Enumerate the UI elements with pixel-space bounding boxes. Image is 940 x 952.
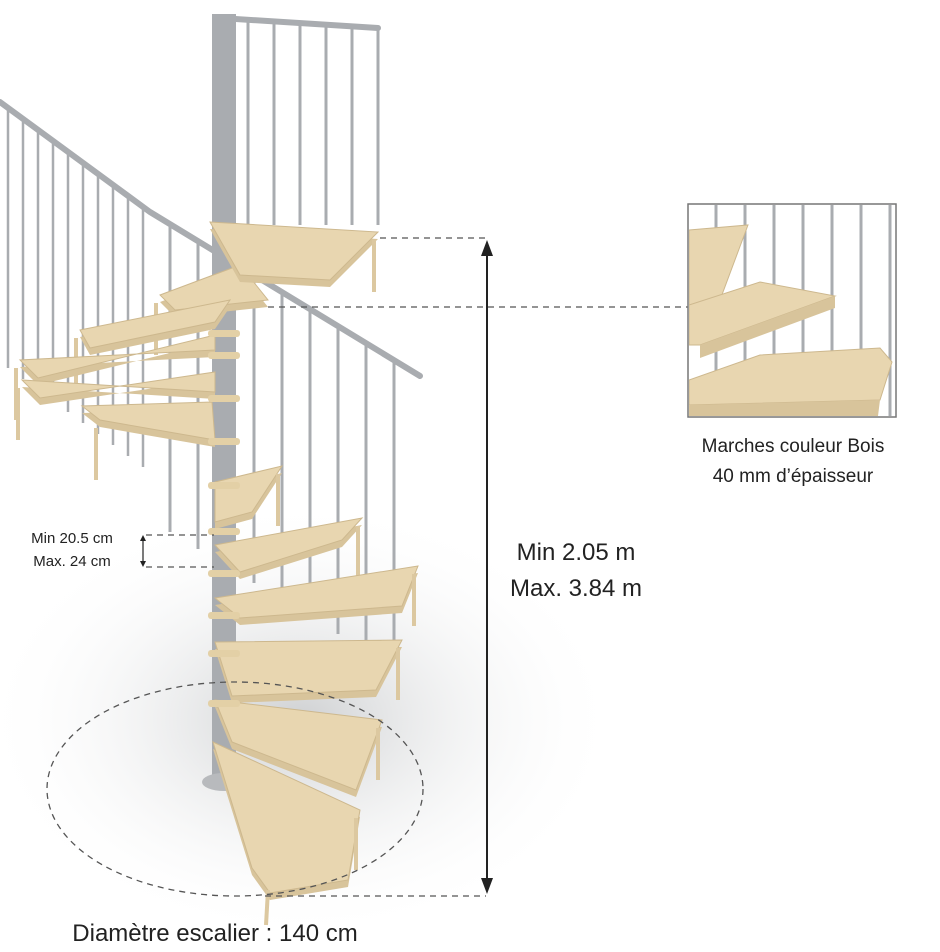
step-tread <box>213 565 419 619</box>
pole-collar <box>208 700 240 707</box>
step <box>214 639 403 703</box>
pole-collar <box>208 330 240 337</box>
step <box>214 517 364 579</box>
step-edge <box>22 379 215 405</box>
step-tread <box>212 741 361 894</box>
step-edge <box>20 342 215 385</box>
step-tread <box>20 371 216 399</box>
step-tread <box>214 465 284 523</box>
step-tread <box>689 347 893 406</box>
pole-collar <box>208 528 240 535</box>
step <box>209 221 380 292</box>
step <box>212 741 361 900</box>
height-min-label: Min 2.05 m <box>516 539 636 566</box>
riser-min-label: Min 20.5 cm <box>31 530 113 547</box>
pole-collar <box>208 650 240 657</box>
step-edge <box>689 400 880 416</box>
step <box>74 299 232 390</box>
step <box>80 401 216 480</box>
riser-arrow <box>140 535 146 567</box>
riser-max-label: Max. 24 cm <box>33 553 111 570</box>
step-edge <box>700 296 835 358</box>
step <box>16 371 216 440</box>
step-tread <box>214 517 364 573</box>
step <box>213 565 419 626</box>
diameter-label: Diamètre escalier : 140 cm <box>72 920 358 947</box>
pole-collar <box>208 352 240 359</box>
pole-collar <box>208 395 240 402</box>
top-handrail <box>217 15 381 31</box>
pole-collar <box>208 612 240 619</box>
step-tread <box>214 639 403 697</box>
step-tread <box>209 221 380 281</box>
inset-step-detail <box>689 205 893 416</box>
step-tread <box>79 299 232 349</box>
pole-collar <box>208 438 240 445</box>
pole-collar <box>208 570 240 577</box>
height-max-label: Max. 3.84 m <box>509 575 643 602</box>
step-tread <box>80 401 216 441</box>
step <box>214 699 383 797</box>
side-handrail <box>0 99 423 379</box>
inset-caption-line2: 40 mm d’épaisseur <box>712 466 874 487</box>
step-tread <box>214 699 383 791</box>
inset-caption-line1: Marches couleur Bois <box>701 436 885 457</box>
step-tread <box>18 334 216 379</box>
pole-collar <box>208 482 240 489</box>
diameter-ellipse <box>46 681 424 897</box>
steps <box>14 221 419 926</box>
height-arrow <box>481 240 493 894</box>
